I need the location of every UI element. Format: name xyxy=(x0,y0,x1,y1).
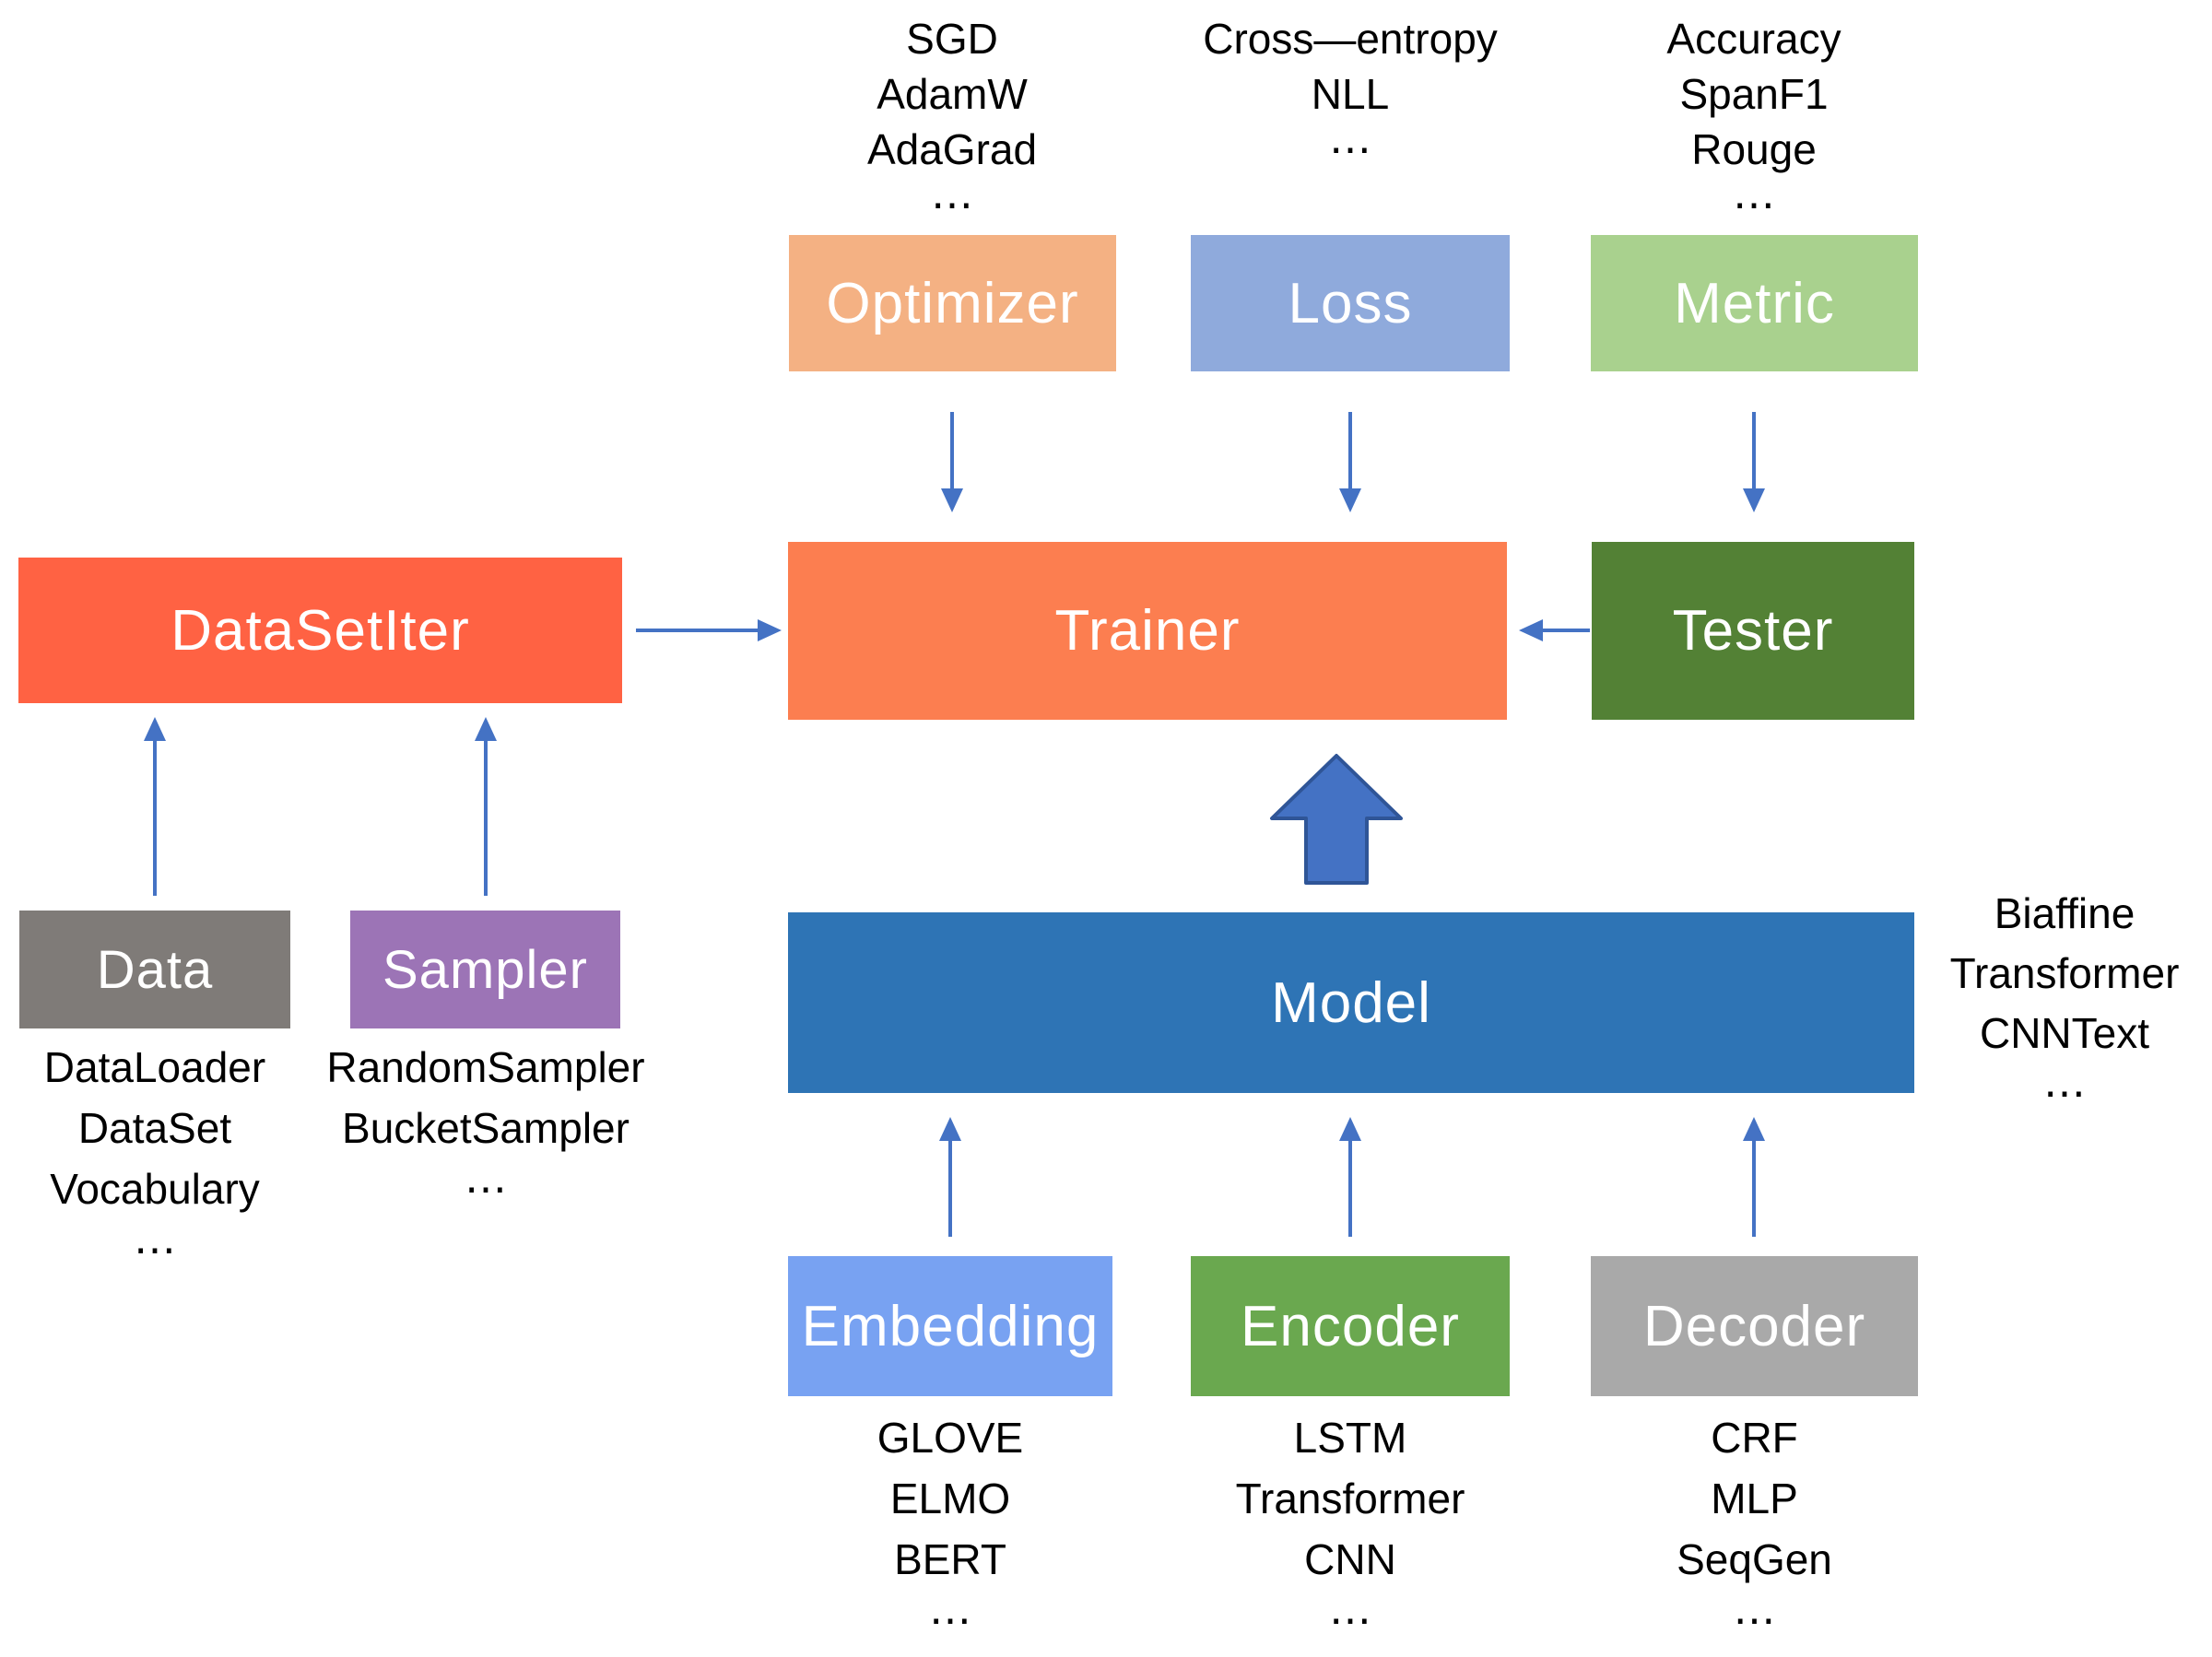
decoder-box-label: Decoder xyxy=(1642,1294,1866,1358)
list-item: Vocabulary xyxy=(50,1165,260,1213)
datasetiter-box: DataSetIter xyxy=(18,558,622,703)
encoder-box-label: Encoder xyxy=(1241,1294,1460,1358)
ellipsis-item: ⋯ xyxy=(465,1165,507,1213)
list-item: Biaffine xyxy=(1994,889,2136,937)
loss-box-label: Loss xyxy=(1288,271,1413,335)
loss-box: Loss xyxy=(1191,235,1510,371)
sampler-box-label: Sampler xyxy=(382,939,588,1000)
arrow-optimizer-to-trainer-icon xyxy=(941,412,963,512)
encoder-examples-list: LSTM Transformer CNN ⋯ xyxy=(1191,1407,1510,1651)
list-item: SeqGen xyxy=(1677,1535,1832,1583)
ellipsis-item: ⋯ xyxy=(1329,125,1371,173)
arrow-data-to-datasetiter-icon xyxy=(144,717,166,896)
datasetiter-box-label: DataSetIter xyxy=(171,598,470,663)
list-item: AdamW xyxy=(877,70,1028,118)
block-arrow-model-to-trainer-icon xyxy=(1270,754,1403,885)
list-item: AdaGrad xyxy=(866,125,1038,173)
decoder-box: Decoder xyxy=(1591,1256,1918,1396)
list-item: CNNText xyxy=(1979,1009,2150,1057)
sampler-box: Sampler xyxy=(350,911,620,1028)
list-item: CRF xyxy=(1711,1414,1798,1462)
ellipsis-item: ⋯ xyxy=(929,1596,971,1644)
ellipsis-item: ⋯ xyxy=(1329,1596,1371,1644)
embedding-box: Embedding xyxy=(788,1256,1112,1396)
list-item: DataLoader xyxy=(43,1043,266,1091)
data-examples-list: DataLoader DataSet Vocabulary ⋯ xyxy=(0,1037,310,1280)
arrow-datasetiter-to-trainer-icon xyxy=(636,619,782,641)
arrow-loss-to-trainer-icon xyxy=(1339,412,1361,512)
optimizer-box-label: Optimizer xyxy=(826,271,1079,335)
metric-examples-list: Accuracy SpanF1 Rouge ⋯ xyxy=(1570,11,1938,232)
metric-box-label: Metric xyxy=(1674,271,1835,335)
arrow-tester-to-trainer-icon xyxy=(1519,619,1590,641)
loss-examples-list: Cross—entropy NLL ⋯ xyxy=(1147,11,1553,177)
list-item: CNN xyxy=(1304,1535,1396,1583)
sampler-examples-list: RandomSampler BucketSampler ⋯ xyxy=(283,1037,688,1219)
decoder-examples-list: CRF MLP SeqGen ⋯ xyxy=(1591,1407,1918,1651)
list-item: GLOVE xyxy=(877,1414,1024,1462)
list-item: SGD xyxy=(906,15,998,63)
list-item: ELMO xyxy=(889,1475,1011,1522)
list-item: BucketSampler xyxy=(342,1104,629,1152)
arrow-encoder-to-model-icon xyxy=(1339,1117,1361,1237)
tester-box-label: Tester xyxy=(1672,599,1834,663)
data-box-label: Data xyxy=(96,939,214,1000)
embedding-examples-list: GLOVE ELMO BERT ⋯ xyxy=(788,1407,1112,1651)
model-box-label: Model xyxy=(1271,970,1431,1035)
ellipsis-item: ⋯ xyxy=(2043,1069,2086,1117)
list-item: NLL xyxy=(1311,70,1390,118)
list-item: MLP xyxy=(1711,1475,1798,1522)
arrow-decoder-to-model-icon xyxy=(1743,1117,1765,1237)
arrow-sampler-to-datasetiter-icon xyxy=(475,717,497,896)
list-item: RandomSampler xyxy=(326,1043,645,1091)
model-examples-list: Biaffine Transformer CNNText ⋯ xyxy=(1917,884,2212,1123)
data-box: Data xyxy=(19,911,290,1028)
list-item: Accuracy xyxy=(1666,15,1841,63)
list-item: Transformer xyxy=(1235,1475,1465,1522)
list-item: SpanF1 xyxy=(1679,70,1829,118)
list-item: LSTM xyxy=(1293,1414,1407,1462)
model-box: Model xyxy=(788,912,1914,1093)
trainer-box-label: Trainer xyxy=(1054,599,1241,663)
embedding-box-label: Embedding xyxy=(801,1294,1100,1358)
optimizer-box: Optimizer xyxy=(789,235,1116,371)
encoder-box: Encoder xyxy=(1191,1256,1510,1396)
arrow-embedding-to-model-icon xyxy=(939,1117,961,1237)
list-item: Rouge xyxy=(1691,125,1817,173)
list-item: BERT xyxy=(894,1535,1006,1583)
trainer-box: Trainer xyxy=(788,542,1507,720)
ellipsis-item: ⋯ xyxy=(134,1226,176,1274)
tester-box: Tester xyxy=(1592,542,1914,720)
metric-box: Metric xyxy=(1591,235,1918,371)
list-item: Cross—entropy xyxy=(1203,15,1498,63)
ellipsis-item: ⋯ xyxy=(1733,181,1775,229)
optimizer-examples-list: SGD AdamW AdaGrad ⋯ xyxy=(768,11,1136,232)
ellipsis-item: ⋯ xyxy=(1733,1596,1776,1644)
list-item: DataSet xyxy=(77,1104,232,1152)
list-item: Transformer xyxy=(1949,949,2180,997)
arrow-metric-to-tester-icon xyxy=(1743,412,1765,512)
ellipsis-item: ⋯ xyxy=(931,181,973,229)
